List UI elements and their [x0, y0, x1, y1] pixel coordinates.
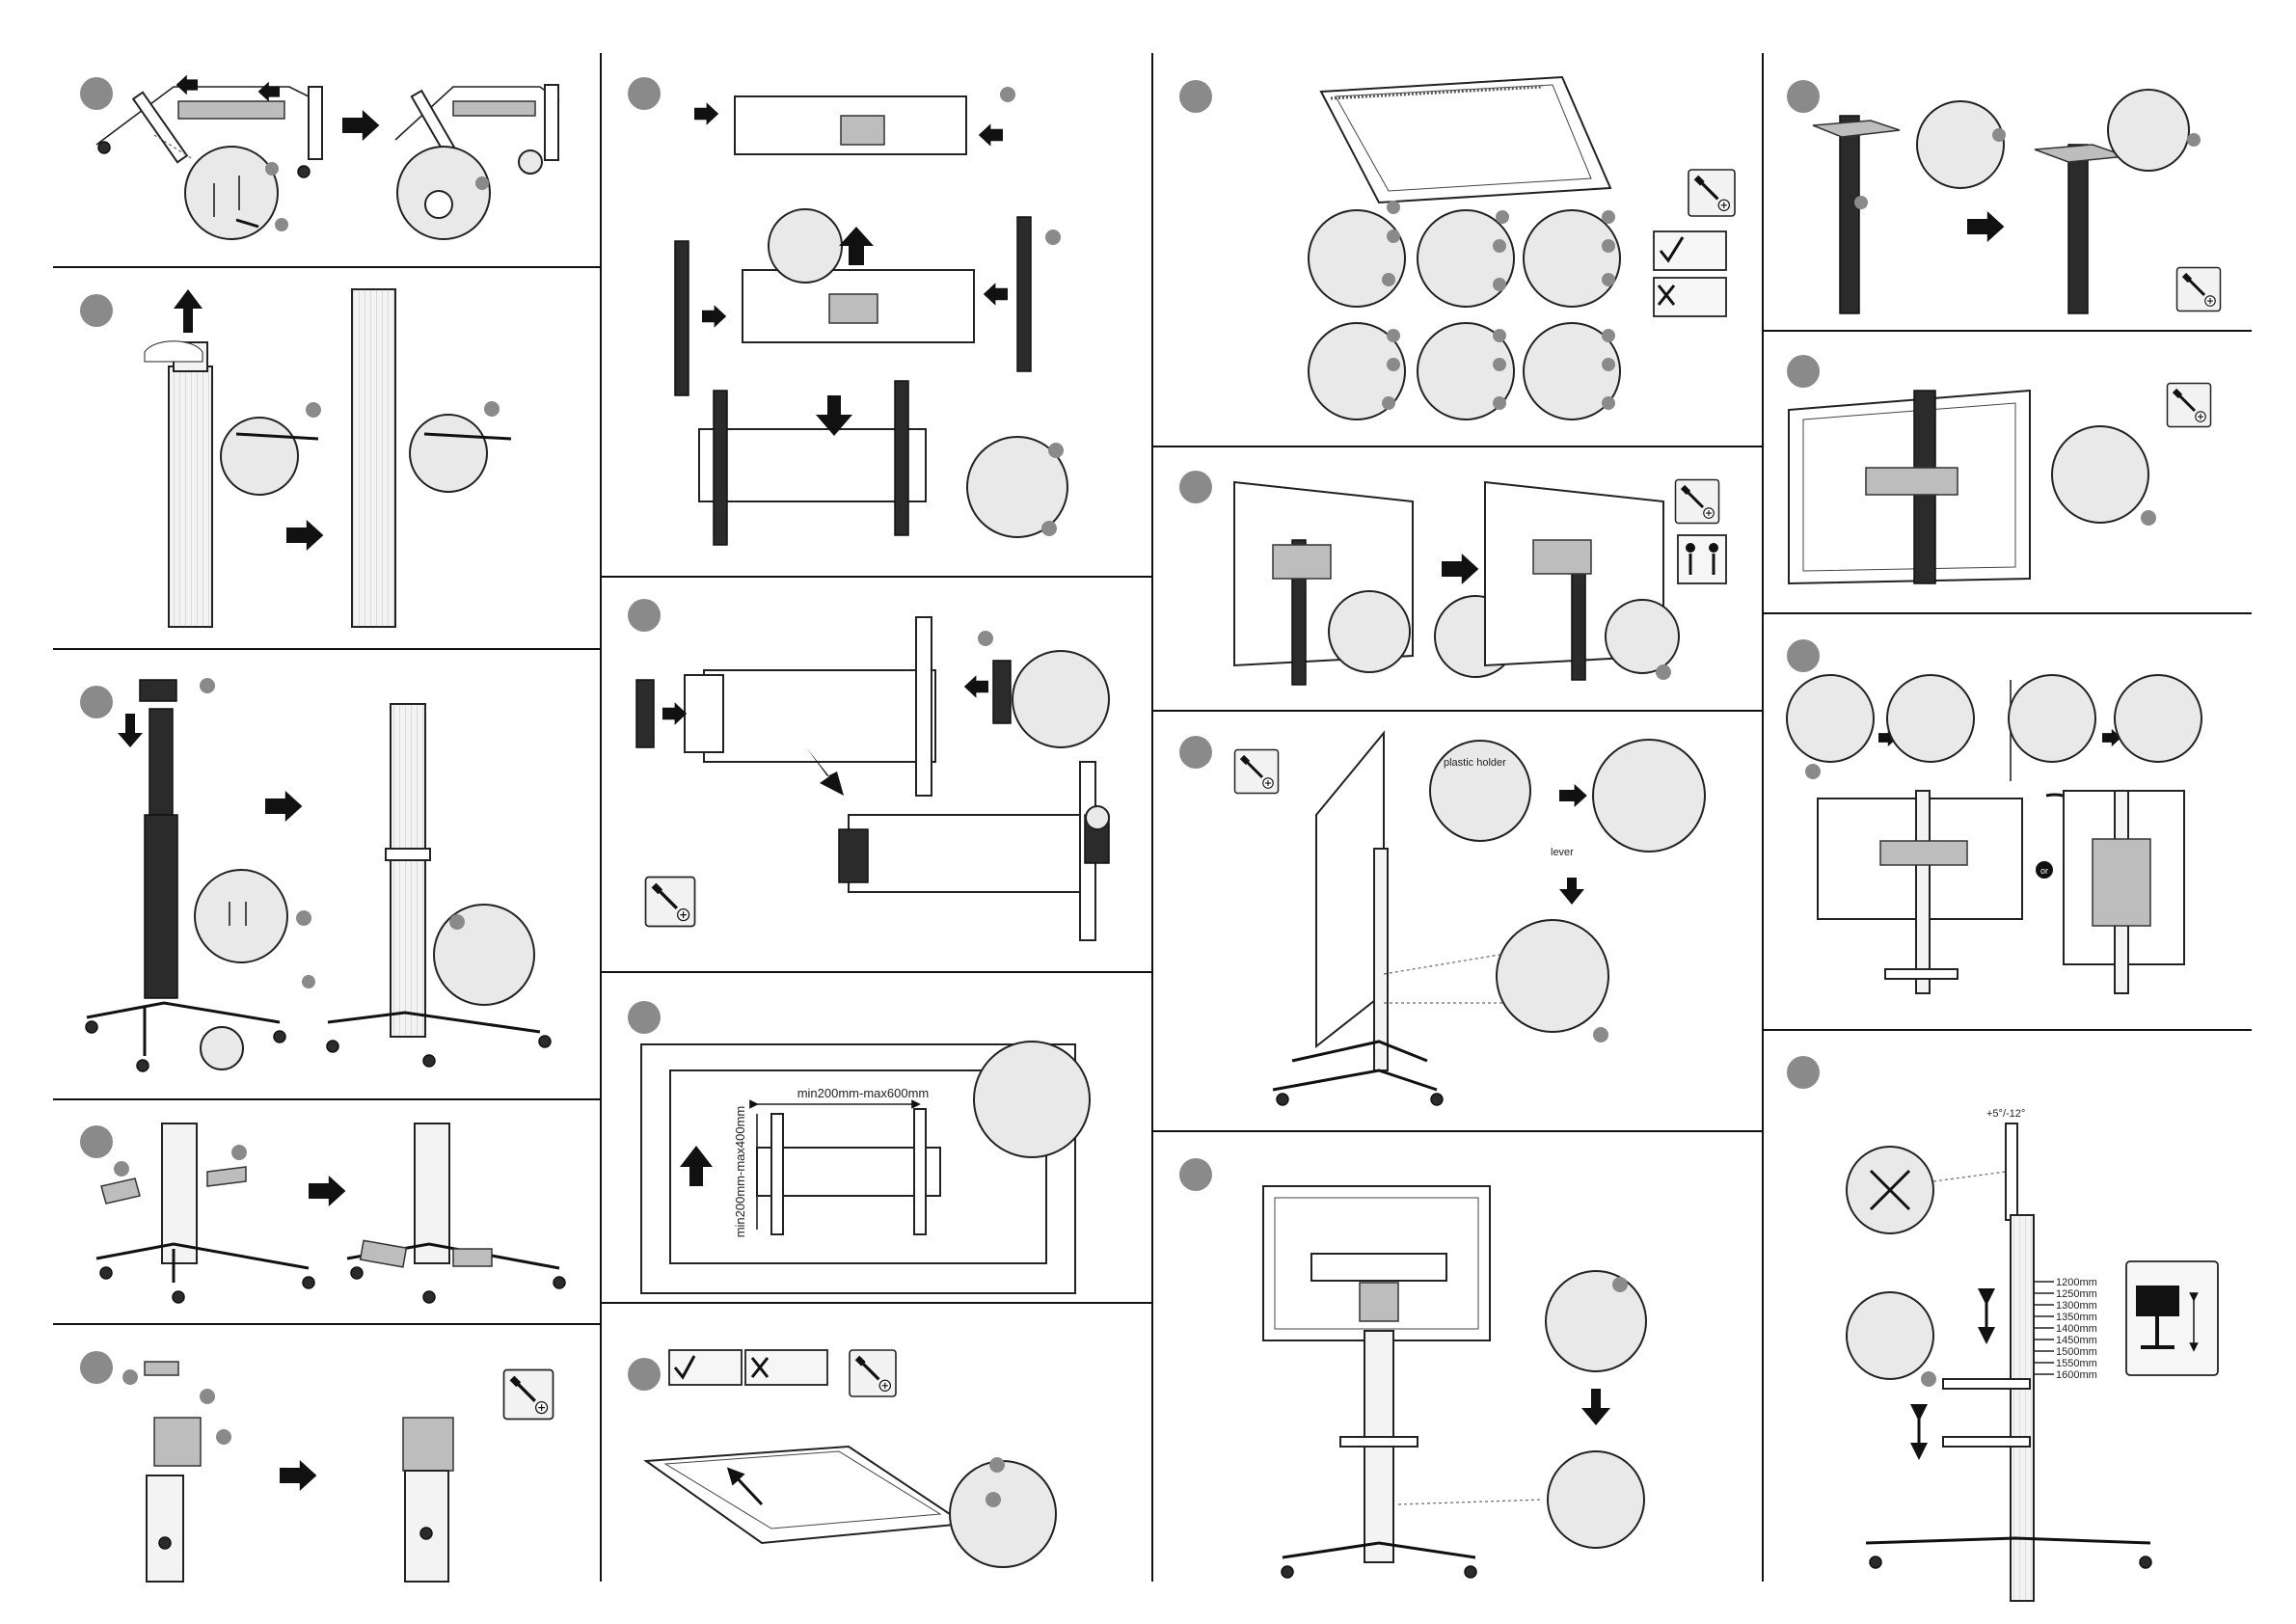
rotate-tv-diagram: or: [1787, 675, 2201, 993]
vesa-vertical-label: min200mm-max400mm: [733, 1106, 747, 1238]
height-label-1250: 1250mm: [2056, 1288, 2097, 1300]
hang-tv-diagram: [1234, 480, 1726, 686]
height-tick: 1600mm: [2035, 1369, 2097, 1381]
height-tick: 1250mm: [2035, 1288, 2097, 1300]
top-bracket-diagram: [122, 1362, 554, 1582]
height-label-1200: 1200mm: [2056, 1277, 2097, 1288]
height-settings-diagram: +5°/-12° 1200mm 1250mm 1300mm 1350mm 140…: [1847, 1108, 2218, 1601]
cable-management-diagram: [1263, 1186, 1646, 1578]
step-badge-14: [1787, 80, 1820, 113]
step-badge-16: [1787, 639, 1820, 672]
upright-base-diagram: [86, 678, 551, 1071]
tilt-lever-diagram: plastic holder lever: [1235, 733, 1706, 1105]
tv-facedown-diagram: [1309, 77, 1735, 420]
lever-label: lever: [1551, 847, 1574, 858]
two-person-lift-icon: [1678, 535, 1726, 583]
height-tick: 1200mm: [2035, 1277, 2097, 1288]
height-tick: 1400mm: [2035, 1323, 2097, 1335]
step-badge-12: [1179, 736, 1212, 769]
height-label-1300: 1300mm: [2056, 1300, 2097, 1312]
height-label-1450: 1450mm: [2056, 1335, 2097, 1346]
tv-back-screws-diagram: [646, 1350, 1056, 1567]
height-label-1500: 1500mm: [2056, 1346, 2097, 1358]
step-badge-13: [1179, 1158, 1212, 1191]
step-badge-3: [80, 686, 113, 718]
height-adjust-diagram: [1789, 384, 2211, 584]
plastic-holder-label: plastic holder: [1444, 757, 1506, 769]
shelf-diagram: [1813, 90, 2221, 313]
step-badge-11: [1179, 471, 1212, 503]
height-reference-icon: [2126, 1261, 2218, 1375]
step-badge-6: [628, 77, 661, 110]
height-tick: 1300mm: [2035, 1300, 2097, 1312]
height-label-1600: 1600mm: [2056, 1369, 2097, 1381]
mounting-rail-diagram: [675, 87, 1067, 545]
step-badge-5: [80, 1351, 113, 1384]
step-badge-1: [80, 77, 113, 110]
step-badge-2: [80, 294, 113, 327]
step-badge-9: [628, 1358, 661, 1391]
step-badge-7: [628, 599, 661, 632]
height-label-1550: 1550mm: [2056, 1358, 2097, 1369]
step-badge-17: [1787, 1056, 1820, 1089]
step-badge-10: [1179, 80, 1212, 113]
vesa-horizontal-label: min200mm-max600mm: [797, 1086, 930, 1100]
base-assembly-diagram: [96, 75, 559, 239]
height-label-1400: 1400mm: [2056, 1323, 2097, 1335]
vesa-diagram: min200mm-max600mm min200mm-max400mm: [641, 1042, 1090, 1293]
height-tick: 1550mm: [2035, 1358, 2097, 1369]
height-label-1350: 1350mm: [2056, 1312, 2097, 1323]
base-cover-diagram: [96, 1123, 565, 1303]
height-tick: 1500mm: [2035, 1346, 2097, 1358]
or-label: or: [2040, 866, 2048, 876]
height-tick: 1450mm: [2035, 1335, 2097, 1346]
height-tick: 1350mm: [2035, 1312, 2097, 1323]
height-scale: 1200mm 1250mm 1300mm 1350mm 1400mm 1450m…: [2035, 1277, 2097, 1381]
tilt-range-label: +5°/-12°: [1986, 1108, 2025, 1120]
step-badge-8: [628, 1001, 661, 1034]
column-extension-diagram: [145, 289, 511, 627]
arm-attach-diagram: [636, 617, 1109, 940]
step-badge-4: [80, 1125, 113, 1158]
step-badge-15: [1787, 355, 1820, 388]
